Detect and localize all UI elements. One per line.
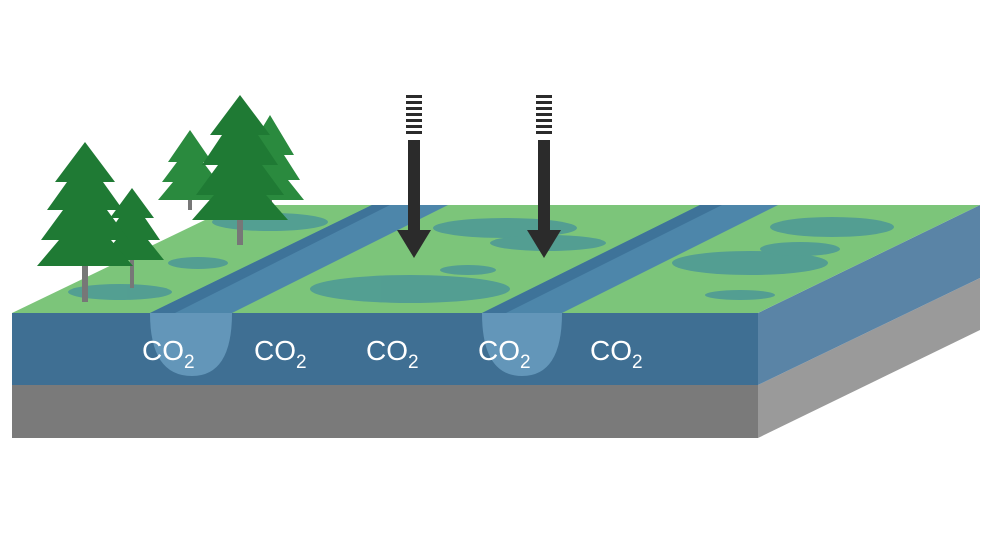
pine-tree-icon bbox=[37, 142, 133, 302]
co2-label: CO2 bbox=[142, 335, 195, 373]
co2-label: CO2 bbox=[254, 335, 307, 373]
pond bbox=[310, 275, 510, 303]
pond bbox=[440, 265, 496, 275]
pine-tree-icon bbox=[100, 188, 164, 288]
pond bbox=[68, 284, 172, 300]
pond bbox=[770, 217, 894, 237]
ditch-2-shade bbox=[482, 205, 722, 313]
pine-tree-icon bbox=[192, 95, 288, 245]
trees bbox=[37, 95, 304, 302]
ditch-2-cross-section bbox=[482, 313, 562, 376]
co2-label: CO2 bbox=[590, 335, 643, 373]
down-arrow-icon bbox=[397, 95, 431, 258]
ditches bbox=[150, 205, 778, 376]
pond bbox=[760, 242, 840, 256]
down-arrow-icon bbox=[527, 95, 561, 258]
pond bbox=[672, 251, 828, 275]
ditch-1-cross-section bbox=[150, 313, 232, 376]
ditch-1-shade bbox=[150, 205, 390, 313]
bedrock-layer bbox=[12, 278, 980, 438]
co2-label: CO2 bbox=[478, 335, 531, 373]
co2-label: CO2 bbox=[366, 335, 419, 373]
pond bbox=[168, 257, 228, 269]
bedrock-side bbox=[758, 278, 980, 438]
co2-labels: CO2 CO2 CO2 CO2 CO2 bbox=[142, 335, 643, 373]
pond bbox=[705, 290, 775, 300]
arrows bbox=[397, 95, 561, 258]
bedrock-front bbox=[12, 385, 758, 438]
water-layer-side bbox=[758, 205, 980, 385]
